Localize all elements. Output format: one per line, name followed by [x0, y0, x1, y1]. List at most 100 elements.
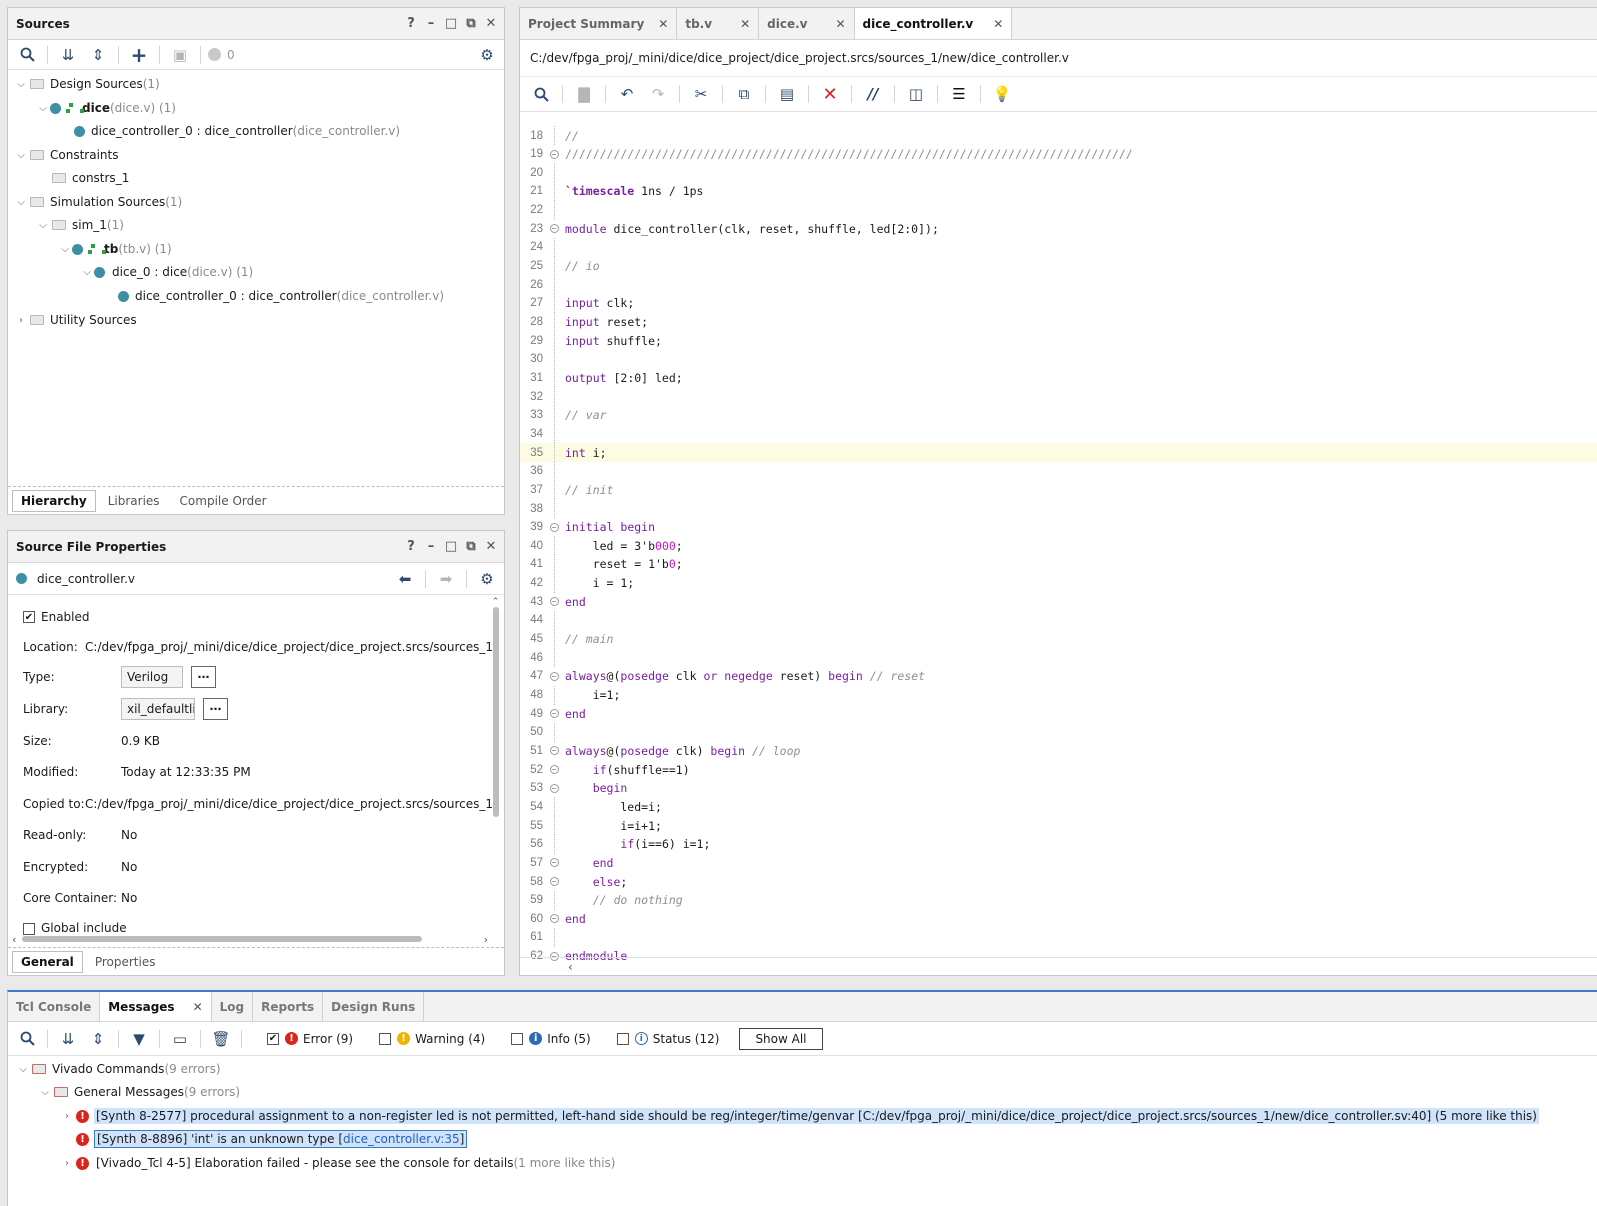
help-icon[interactable]: ?	[407, 16, 415, 31]
add-icon[interactable]: +	[130, 42, 148, 67]
code-line[interactable]: 44	[520, 610, 1597, 630]
close-icon[interactable]: ✕	[485, 539, 497, 554]
delete-icon[interactable]: ✕	[822, 83, 838, 105]
code-line[interactable]: 24	[520, 237, 1597, 257]
close-icon[interactable]: ✕	[740, 16, 751, 31]
fold-gutter[interactable]: −	[543, 914, 565, 924]
fold-gutter[interactable]: −	[543, 224, 565, 234]
fold-gutter[interactable]: −	[543, 709, 565, 719]
fold-toggle-icon[interactable]: −	[549, 951, 559, 961]
warning-filter-checkbox[interactable]	[379, 1032, 392, 1045]
fold-toggle-icon[interactable]: −	[549, 858, 559, 868]
editor-horizontal-scrollbar[interactable]: ‹	[520, 957, 1597, 975]
chevron-right-icon[interactable]: ›	[65, 1110, 69, 1122]
tab-log[interactable]: Log	[212, 992, 254, 1021]
lightbulb-icon[interactable]: 💡	[992, 85, 1012, 103]
code-line[interactable]: 36	[520, 461, 1597, 481]
fold-toggle-icon[interactable]: −	[549, 709, 559, 719]
chevron-down-icon[interactable]: ⌵	[61, 243, 69, 255]
code-line[interactable]: 52− if(shuffle==1)	[520, 760, 1597, 779]
tab-project-summary[interactable]: Project Summary✕	[520, 8, 678, 39]
fold-gutter[interactable]: −	[543, 765, 565, 775]
code-line[interactable]: 18//	[520, 126, 1597, 145]
fold-toggle-icon[interactable]: −	[549, 877, 559, 886]
info-filter-checkbox[interactable]	[511, 1032, 524, 1045]
chevron-down-icon[interactable]: ⌵	[17, 78, 25, 90]
fold-gutter[interactable]: −	[543, 671, 565, 681]
source-link[interactable]: dice_controller.v:35	[343, 1132, 460, 1146]
tree-item-dice-0[interactable]: ⌵ dice_0 : dice (dice.v) (1)	[80, 261, 253, 283]
code-line[interactable]: 26	[520, 275, 1597, 295]
close-icon[interactable]: ✕	[192, 999, 203, 1014]
tree-item-general-messages[interactable]: ⌵ General Messages (9 errors)	[38, 1081, 240, 1103]
warning-filter[interactable]: ! Warning (4)	[379, 1032, 485, 1046]
info-filter[interactable]: i Info (5)	[511, 1032, 591, 1046]
tree-item-constraints[interactable]: ⌵ Constraints	[14, 144, 118, 166]
code-line[interactable]: 40 led = 3'b000;	[520, 536, 1597, 556]
code-area[interactable]: 18//19−/////////////////////////////////…	[520, 126, 1597, 963]
status-filter-checkbox[interactable]	[616, 1032, 629, 1045]
enabled-checkbox-row[interactable]: ✔ Enabled	[23, 610, 90, 624]
show-all-button[interactable]: Show All	[739, 1027, 823, 1050]
fold-toggle-icon[interactable]: −	[549, 765, 559, 775]
tab-design-runs[interactable]: Design Runs	[323, 992, 425, 1021]
chevron-down-icon[interactable]: ⌵	[83, 266, 91, 278]
code-line[interactable]: 59 // do nothing	[520, 890, 1597, 910]
enabled-checkbox[interactable]: ✔	[23, 611, 35, 623]
code-line[interactable]: 41 reset = 1'b0;	[520, 554, 1597, 574]
collapse-all-icon[interactable]: ⇊	[61, 1029, 75, 1048]
gear-icon[interactable]: ⚙	[480, 45, 494, 64]
code-line[interactable]: 42 i = 1;	[520, 573, 1597, 593]
expand-all-icon[interactable]: ⇕	[91, 1029, 105, 1048]
maximize-icon[interactable]: □	[444, 16, 458, 31]
code-line[interactable]: 54 led=i;	[520, 797, 1597, 817]
code-line[interactable]: 55 i=i+1;	[520, 816, 1597, 836]
undo-icon[interactable]: ↶	[620, 85, 634, 103]
search-icon[interactable]	[14, 1027, 40, 1051]
code-line[interactable]: 23−module dice_controller(clk, reset, sh…	[520, 219, 1597, 238]
maximize-icon[interactable]: □	[444, 539, 458, 554]
error-filter[interactable]: ✔ ! Error (9)	[267, 1031, 354, 1046]
fold-gutter[interactable]: −	[543, 951, 565, 961]
tab-reports[interactable]: Reports	[253, 992, 324, 1021]
code-line[interactable]: 56 if(i==6) i=1;	[520, 834, 1597, 854]
chevron-down-icon[interactable]: ⌵	[39, 102, 47, 114]
float-icon[interactable]: ⧉	[466, 539, 476, 554]
close-icon[interactable]: ✕	[485, 16, 497, 31]
tab-properties[interactable]: Properties	[94, 954, 156, 969]
code-line[interactable]: 58− else;	[520, 872, 1597, 891]
back-arrow-icon[interactable]: ⬅	[398, 569, 412, 588]
tab-messages[interactable]: Messages✕	[100, 992, 212, 1021]
global-include-row[interactable]: Global include	[23, 917, 127, 935]
fold-toggle-icon[interactable]: −	[549, 746, 559, 756]
minimize-icon[interactable]: –	[427, 16, 435, 31]
tab-tcl-console[interactable]: Tcl Console	[8, 992, 101, 1021]
tree-item-dice-controller[interactable]: dice_controller_0 : dice_controller (dic…	[74, 120, 400, 142]
code-line[interactable]: 51−always@(posedge clk) begin // loop	[520, 741, 1597, 760]
tree-item-simulation-sources[interactable]: ⌵ Simulation Sources (1)	[14, 191, 182, 213]
fold-toggle-icon[interactable]: −	[549, 224, 559, 234]
collapse-all-icon[interactable]: ⇊	[61, 45, 75, 64]
code-line[interactable]: 43−end	[520, 592, 1597, 611]
tree-item-design-sources[interactable]: ⌵ Design Sources (1)	[14, 73, 160, 95]
code-line[interactable]: 60−end	[520, 909, 1597, 928]
code-line[interactable]: 22	[520, 200, 1597, 220]
code-line[interactable]: 47−always@(posedge clk or negedge reset)…	[520, 667, 1597, 686]
chevron-down-icon[interactable]: ⌵	[17, 196, 25, 208]
code-line[interactable]: 37// init	[520, 480, 1597, 500]
code-line[interactable]: 19−/////////////////////////////////////…	[520, 145, 1597, 164]
trash-icon[interactable]: 🗑	[211, 1029, 231, 1048]
code-line[interactable]: 45// main	[520, 629, 1597, 649]
tree-item-tb[interactable]: ⌵ tb (tb.v) (1)	[58, 238, 172, 260]
tab-hierarchy[interactable]: Hierarchy	[12, 489, 96, 512]
gear-icon[interactable]: ⚙	[480, 569, 494, 588]
close-icon[interactable]: ✕	[658, 16, 669, 31]
close-icon[interactable]: ✕	[993, 16, 1004, 31]
redo-icon[interactable]: ↷	[651, 85, 665, 103]
fold-toggle-icon[interactable]: −	[549, 597, 559, 607]
tree-item-sim-1[interactable]: ⌵ sim_1 (1)	[36, 214, 124, 236]
fold-gutter[interactable]: −	[543, 597, 565, 607]
